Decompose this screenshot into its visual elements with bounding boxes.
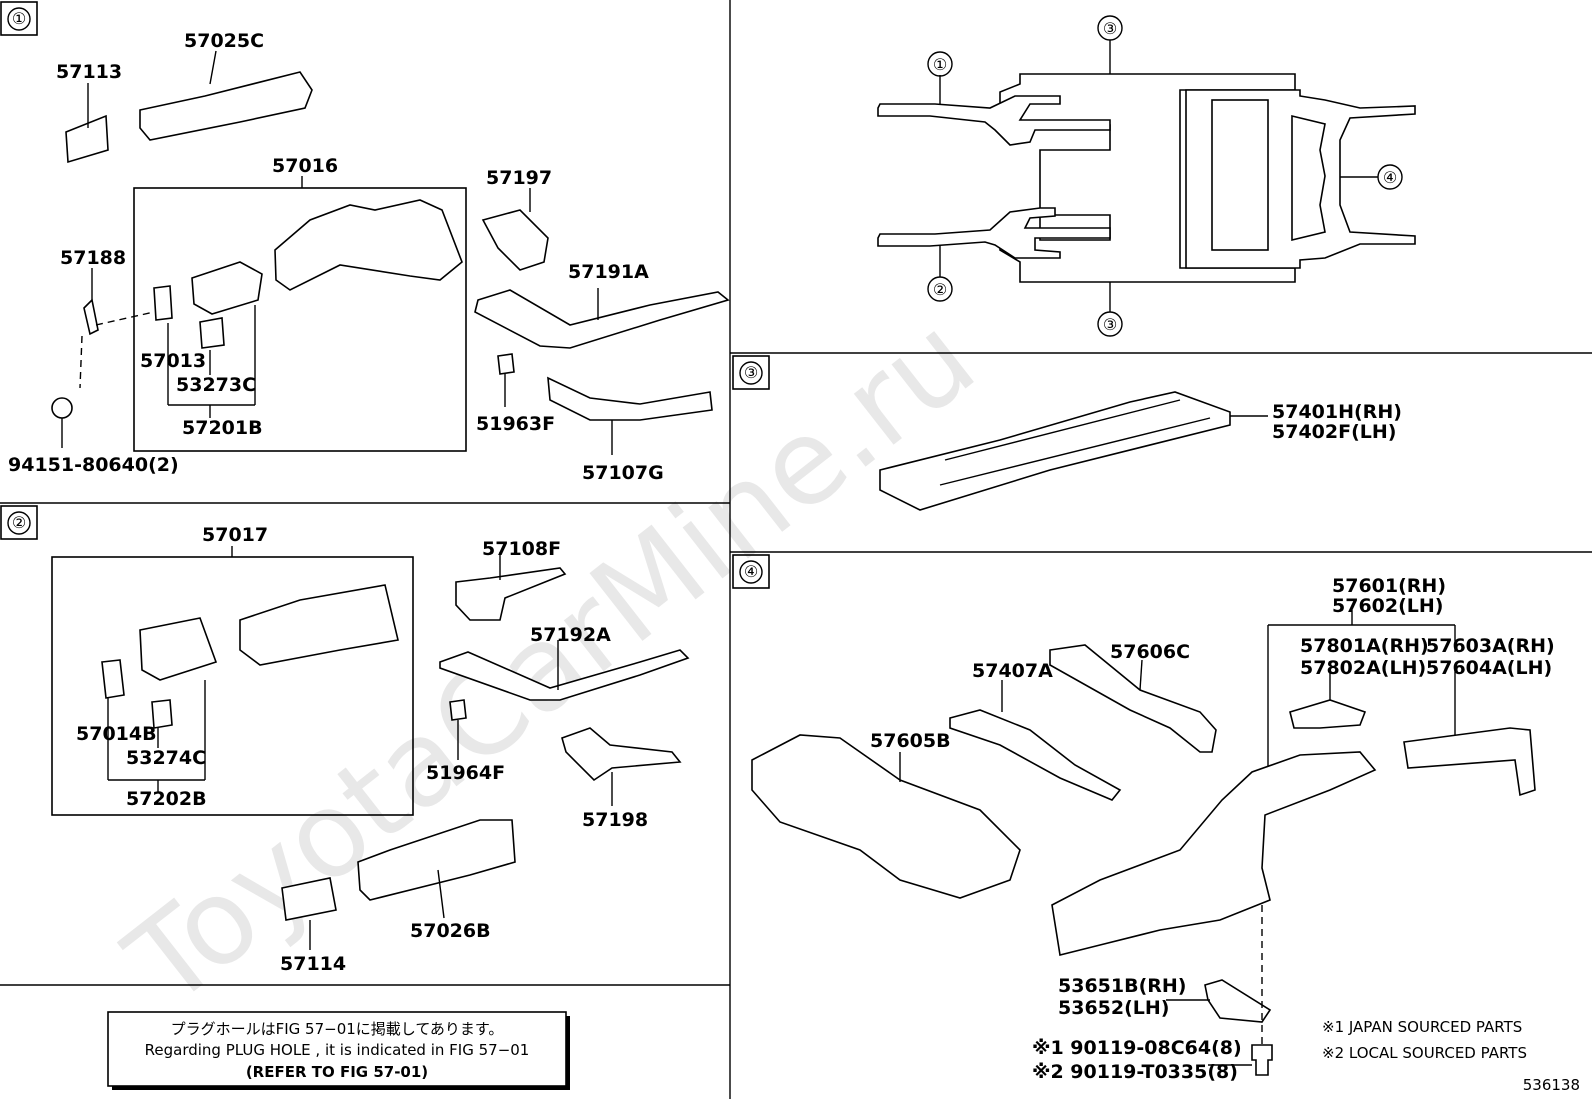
svg-text:④: ④: [1383, 168, 1397, 187]
part-57191A: [474, 289, 730, 349]
label-57606C: 57606C: [1110, 641, 1190, 663]
panel-3: [879, 391, 1268, 511]
part-51963F: [497, 353, 515, 375]
label-57407A: 57407A: [972, 660, 1053, 682]
part-57198: [561, 727, 682, 782]
label-90119-08C64: ※1 90119-08C64(8): [1032, 1037, 1242, 1059]
label-57017: 57017: [202, 524, 268, 546]
label-57025C: 57025C: [184, 30, 264, 52]
part-57016: [274, 199, 463, 291]
part-57605B: [751, 734, 1021, 899]
panel-2: [51, 546, 690, 950]
part-57113: [65, 114, 109, 164]
label-57107G: 57107G: [582, 462, 664, 484]
label-57108F: 57108F: [482, 538, 561, 560]
label-53651B: 53651B(RH): [1058, 975, 1186, 997]
label-57198: 57198: [582, 809, 648, 831]
label-57192A: 57192A: [530, 624, 611, 646]
label-57113: 57113: [56, 61, 122, 83]
svg-text:②: ②: [933, 280, 947, 299]
label-57202B: 57202B: [126, 788, 207, 810]
part-57401H: [879, 391, 1231, 511]
chassis-overview: ① ② ③ ③ ④: [877, 15, 1416, 337]
note-local-sourced: ※2 LOCAL SOURCED PARTS: [1322, 1044, 1527, 1062]
part-57603A: [1403, 727, 1536, 797]
part-57197: [481, 209, 549, 271]
svg-text:①: ①: [933, 55, 947, 74]
svg-text:②: ②: [12, 513, 26, 532]
part-57407A: [949, 709, 1122, 801]
plug-note-en: Regarding PLUG HOLE , it is indicated in…: [145, 1041, 530, 1059]
plug-note-box: [107, 1011, 567, 1087]
part-57017: [239, 584, 399, 666]
section-marker-4: ④: [732, 554, 770, 589]
label-57201B: 57201B: [182, 417, 263, 439]
label-53273C: 53273C: [176, 374, 256, 396]
plug-note-refer: (REFER TO FIG 57-01): [246, 1063, 428, 1081]
label-53274C: 53274C: [126, 747, 206, 769]
label-57603A: 57603A(RH): [1426, 635, 1555, 657]
part-57601: [1051, 751, 1377, 956]
label-51964F: 51964F: [426, 762, 505, 784]
plug-note-jp: プラグホールはFIG 57−01に掲載してあります。: [171, 1020, 504, 1038]
label-51963F: 51963F: [476, 413, 555, 435]
section-marker-2: ②: [0, 505, 38, 540]
part-51964F: [449, 699, 467, 721]
part-57026B: [357, 819, 516, 901]
panel-4: [751, 610, 1536, 1076]
svg-text:①: ①: [12, 9, 26, 28]
part-57801A: [1289, 699, 1367, 729]
svg-text:③: ③: [1103, 19, 1117, 38]
label-57402F: 57402F(LH): [1272, 421, 1396, 443]
section-marker-1: ①: [0, 1, 38, 36]
part-57025C: [139, 71, 313, 141]
section-marker-3: ③: [732, 355, 770, 390]
label-57026B: 57026B: [410, 920, 491, 942]
svg-text:③: ③: [1103, 315, 1117, 334]
label-57401H: 57401H(RH): [1272, 401, 1402, 423]
part-57606C: [1049, 644, 1217, 753]
notes: ※1 JAPAN SOURCED PARTS ※2 LOCAL SOURCED …: [107, 1011, 1580, 1094]
note-japan-sourced: ※1 JAPAN SOURCED PARTS: [1322, 1018, 1522, 1036]
label-57604A: 57604A(LH): [1426, 657, 1552, 679]
label-57191A: 57191A: [568, 261, 649, 283]
label-57602: 57602(LH): [1332, 595, 1443, 617]
part-57192A: [439, 649, 690, 701]
label-57188: 57188: [60, 247, 126, 269]
figure-id: 536138: [1523, 1076, 1580, 1094]
panel-1: [51, 50, 730, 455]
part-94151-nut: [51, 397, 73, 419]
label-57801A: 57801A(RH): [1300, 635, 1429, 657]
label-57802A: 57802A(LH): [1300, 657, 1426, 679]
label-53652: 53652(LH): [1058, 997, 1169, 1019]
part-57188: [83, 298, 99, 336]
label-57016: 57016: [272, 155, 338, 177]
svg-text:③: ③: [744, 363, 758, 382]
part-90119-bolt: [1251, 1044, 1273, 1076]
label-57601: 57601(RH): [1332, 575, 1446, 597]
part-labels: 57113 57025C 57016 57197 57188 57191A 57…: [8, 30, 1555, 1083]
part-57114: [281, 877, 337, 921]
part-57107G: [547, 376, 713, 421]
label-94151-80640: 94151-80640(2): [8, 454, 179, 476]
part-57108F: [455, 567, 567, 621]
part-53651B: [1204, 979, 1272, 1023]
label-57013: 57013: [140, 350, 206, 372]
label-57114: 57114: [280, 953, 346, 975]
label-57014B: 57014B: [76, 723, 157, 745]
label-57605B: 57605B: [870, 730, 951, 752]
svg-text:④: ④: [744, 562, 758, 581]
label-57197: 57197: [486, 167, 552, 189]
label-90119-T0335: ※2 90119-T0335(8): [1032, 1061, 1238, 1083]
